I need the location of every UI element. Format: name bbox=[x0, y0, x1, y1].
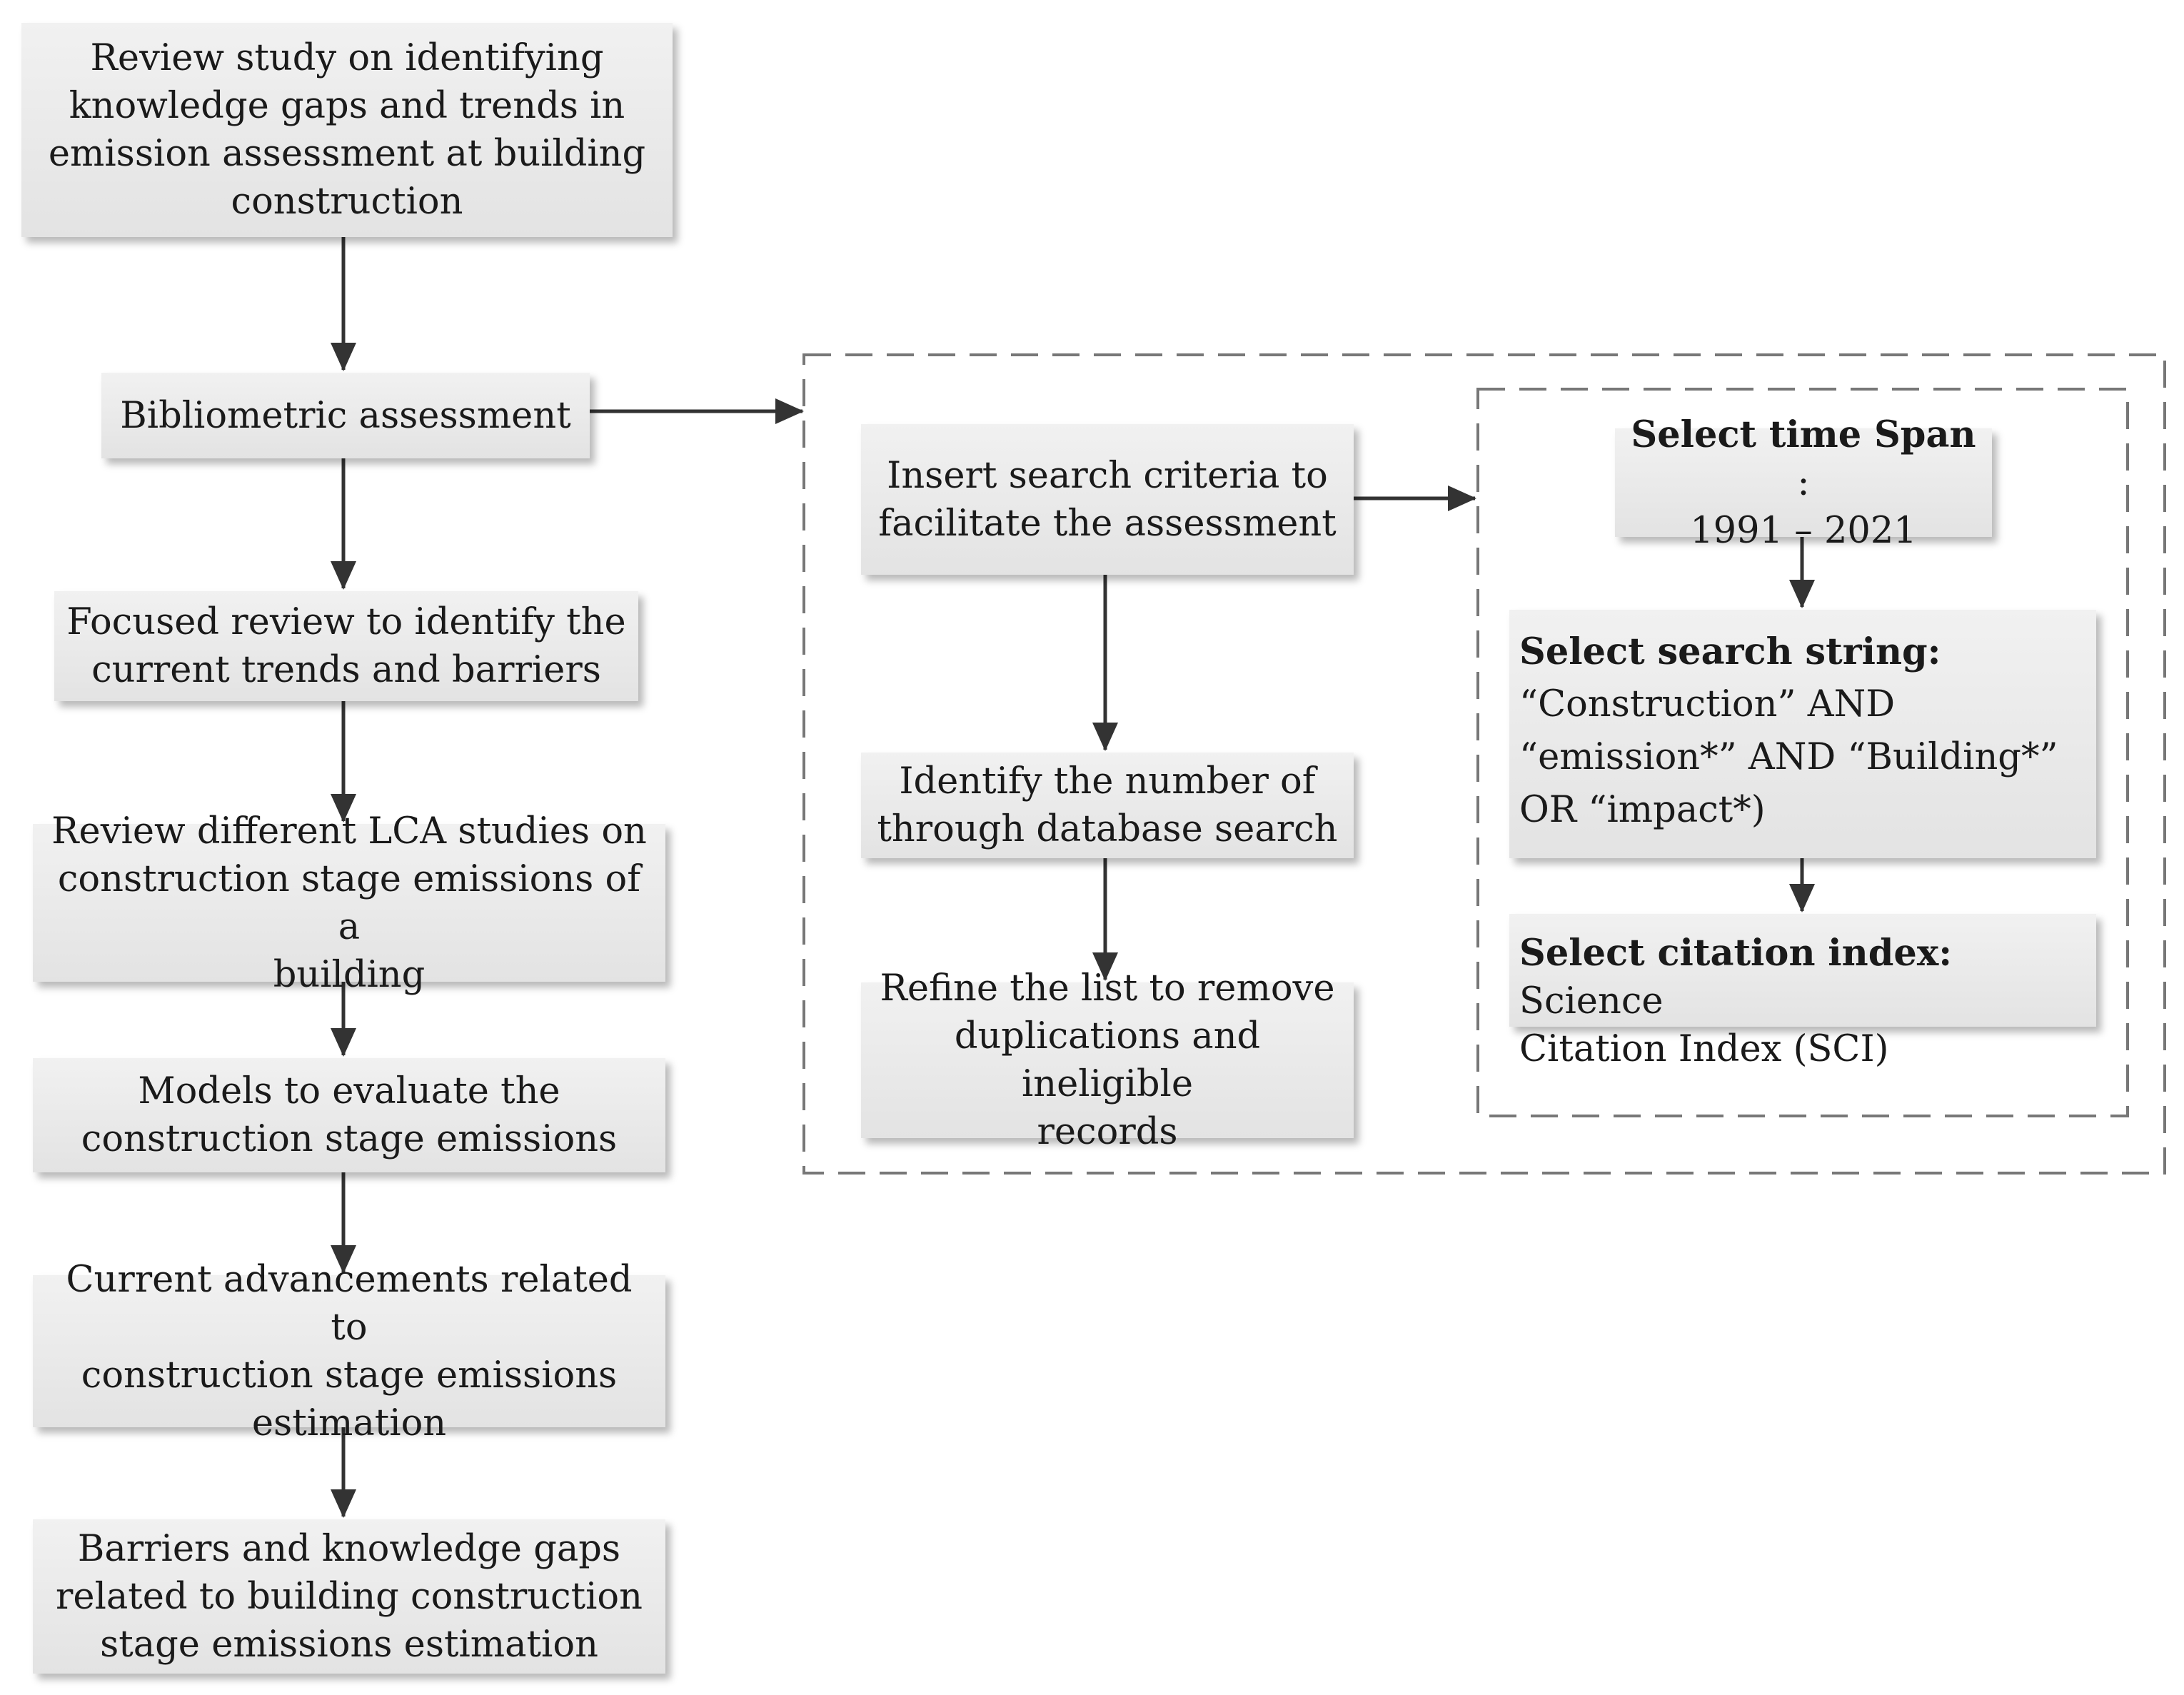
criteria-search-string: Select search string: “Construction” AND… bbox=[1509, 610, 2096, 858]
search-string-label: Select search string: bbox=[1519, 630, 1941, 673]
step-identify-number: Identify the number of through database … bbox=[861, 753, 1354, 858]
criteria-dashed-container bbox=[1476, 388, 2129, 1117]
step-review-lca: Review different LCA studies on construc… bbox=[33, 810, 665, 996]
step-barriers-gaps: Barriers and knowledge gaps related to b… bbox=[33, 1519, 665, 1674]
bibliometric-dashed-container bbox=[802, 353, 2166, 1175]
time-span-label: Select time Span bbox=[1631, 413, 1976, 456]
step-bibliometric-assessment: Bibliometric assessment bbox=[101, 373, 590, 458]
step-models: Models to evaluate the construction stag… bbox=[33, 1058, 665, 1172]
criteria-citation-index: Select citation index: Science Citation … bbox=[1509, 914, 2096, 1070]
time-span-value: 1991 – 2021 bbox=[1690, 509, 1917, 552]
citation-label: Select citation index: bbox=[1519, 932, 1953, 975]
step-review-study: Review study on identifying knowledge ga… bbox=[21, 23, 673, 237]
step-current-advancements: Current advancements related to construc… bbox=[33, 1259, 665, 1444]
step-refine-list: Refine the list to remove duplications a… bbox=[861, 967, 1354, 1153]
step-focused-review: Focused review to identify the current t… bbox=[54, 591, 638, 701]
criteria-time-span: Select time Span: 1991 – 2021 bbox=[1615, 413, 1992, 552]
step-insert-search-criteria: Insert search criteria to facilitate the… bbox=[861, 424, 1354, 575]
